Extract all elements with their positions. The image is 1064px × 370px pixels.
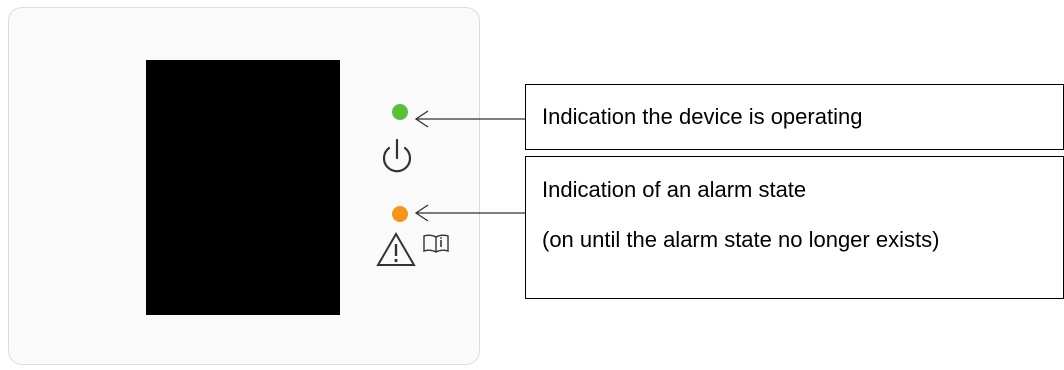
- power-icon: [382, 138, 412, 173]
- alarm-callout-text: Indication of an alarm state: [542, 177, 807, 202]
- alarm-callout-note: (on until the alarm state no longer exis…: [542, 227, 940, 252]
- operating-callout-text: Indication the device is operating: [542, 104, 863, 129]
- green-status-led: [392, 104, 408, 120]
- operating-callout-box: Indication the device is operating: [525, 84, 1064, 150]
- orange-alarm-led: [392, 206, 408, 222]
- warning-icon: [376, 232, 416, 266]
- manual-book-icon: [423, 234, 449, 253]
- alarm-callout-box: Indication of an alarm state (on until t…: [525, 156, 1064, 299]
- device-display: [146, 60, 340, 315]
